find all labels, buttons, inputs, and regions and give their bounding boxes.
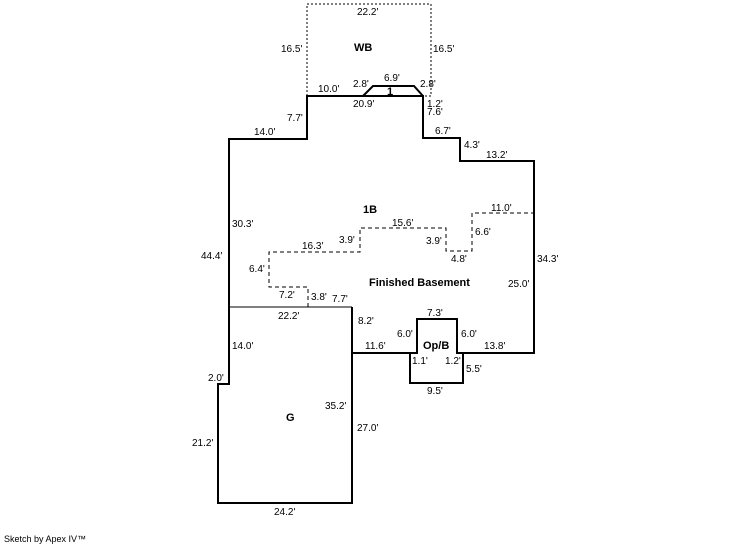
dim-label: 14.0' bbox=[232, 341, 253, 352]
dim-label: 14.0' bbox=[254, 127, 275, 138]
dim-label: 13.2' bbox=[486, 150, 507, 161]
dim-label: 6.0' bbox=[397, 329, 413, 340]
dim-label: 16.5' bbox=[281, 44, 302, 55]
dim-label: 11.0' bbox=[491, 203, 512, 214]
dim-label: 8.2' bbox=[358, 316, 374, 327]
opb-lower-outline bbox=[409, 353, 464, 384]
room-label-1b: 1B bbox=[363, 204, 377, 216]
dim-label: 25.0' bbox=[508, 279, 529, 290]
room-label-1: 1 bbox=[387, 86, 393, 98]
dim-label: 6.0' bbox=[461, 329, 477, 340]
dim-label: 21.2' bbox=[192, 438, 213, 449]
room-label-wb: WB bbox=[354, 42, 372, 54]
dim-label: 7.2' bbox=[279, 290, 295, 301]
dim-label: 15.6' bbox=[392, 218, 413, 229]
dim-label: 27.0' bbox=[357, 423, 378, 434]
dim-label: 7.7' bbox=[332, 294, 348, 305]
dim-label: 1.2' bbox=[445, 356, 461, 367]
dim-label: 5.5' bbox=[466, 364, 482, 375]
dim-label: 30.3' bbox=[232, 219, 253, 230]
dim-label: 4.8' bbox=[451, 254, 467, 265]
apex-credit: Sketch by Apex IV™ bbox=[4, 534, 87, 544]
dim-label: 35.2' bbox=[325, 401, 346, 412]
dim-label: 6.4' bbox=[249, 264, 265, 275]
dim-label: 7.6' bbox=[427, 107, 443, 118]
dimension-labels: 22.2' 16.5' 16.5' 10.0' 2.8' 6.9' 2.8' 2… bbox=[192, 7, 558, 518]
dim-label: 44.4' bbox=[201, 251, 222, 262]
dim-label: 3.9' bbox=[426, 236, 442, 247]
dim-label: 16.5' bbox=[433, 44, 454, 55]
dim-label: 9.5' bbox=[427, 386, 443, 397]
dim-label: 3.8' bbox=[311, 292, 327, 303]
dim-label: 1.1' bbox=[412, 356, 428, 367]
dim-label: 6.6' bbox=[475, 227, 491, 238]
dim-label: 13.8' bbox=[484, 341, 505, 352]
dim-label: 34.3' bbox=[537, 254, 558, 265]
dim-label: 7.7' bbox=[287, 113, 303, 124]
dim-label: 24.2' bbox=[274, 507, 295, 518]
dim-label: 11.6' bbox=[365, 341, 386, 352]
room-label-garage: G bbox=[286, 412, 295, 424]
first-floor-bump bbox=[362, 85, 424, 97]
dim-label: 3.9' bbox=[339, 235, 355, 246]
dim-label: 20.9' bbox=[353, 99, 374, 110]
dim-label: 16.3' bbox=[302, 241, 323, 252]
dim-label: 6.7' bbox=[435, 126, 451, 137]
room-label-finished-basement: Finished Basement bbox=[369, 277, 470, 289]
dim-label: 22.2' bbox=[278, 311, 299, 322]
1b-outline bbox=[268, 212, 534, 307]
dim-label: 22.2' bbox=[357, 7, 378, 18]
dim-label: 7.3' bbox=[427, 308, 443, 319]
dim-label: 6.9' bbox=[384, 73, 400, 84]
dim-label: 4.3' bbox=[464, 140, 480, 151]
room-label-opb: Op/B bbox=[423, 340, 449, 352]
dim-label: 2.8' bbox=[353, 79, 369, 90]
dim-label: 2.0' bbox=[208, 373, 224, 384]
dim-label: 1.2' bbox=[427, 99, 443, 110]
dim-label: 2.8' bbox=[420, 79, 436, 90]
dim-label: 10.0' bbox=[318, 84, 339, 95]
